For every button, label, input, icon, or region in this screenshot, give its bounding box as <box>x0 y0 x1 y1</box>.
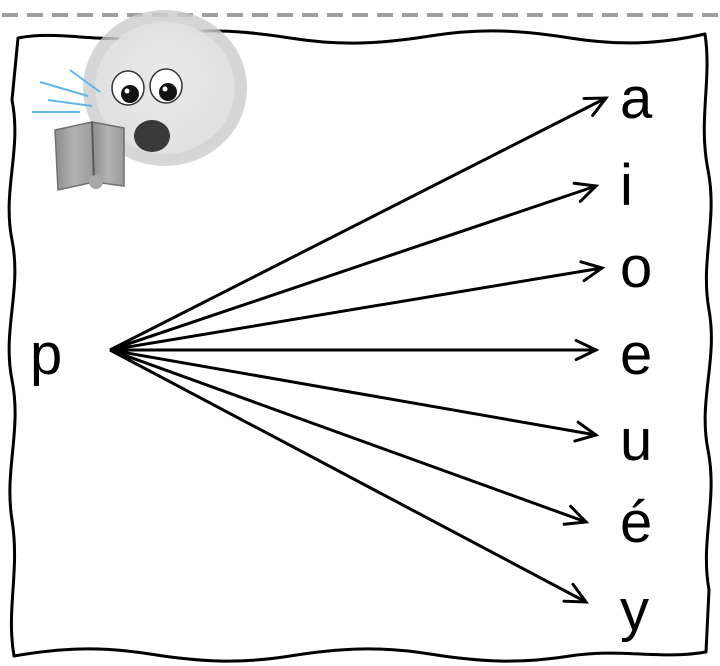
arrowhead-3 <box>579 260 606 283</box>
fuzzy-reader-mascot-icon <box>32 10 247 191</box>
arrow-to-5 <box>109 348 597 437</box>
arrowhead-6 <box>562 504 590 526</box>
arrow-to-2 <box>109 184 597 352</box>
arrowhead-7 <box>562 582 590 604</box>
target-letter-6: é <box>620 490 652 555</box>
arrow-group <box>109 96 610 604</box>
arrowhead-5 <box>573 420 600 443</box>
arrowhead-2 <box>572 181 600 203</box>
target-letter-4: e <box>620 322 652 387</box>
arrow-to-7 <box>109 348 587 604</box>
target-letter-1: a <box>620 66 653 131</box>
wavy-frame <box>7 29 713 663</box>
arrow-to-3 <box>109 266 603 352</box>
target-letter-5: u <box>620 408 652 473</box>
arrowhead-4 <box>574 338 600 362</box>
target-letter-3: o <box>620 235 652 300</box>
arrow-to-6 <box>109 348 587 524</box>
target-letter-7: y <box>620 578 649 643</box>
arrow-to-1 <box>109 96 607 352</box>
target-letter-2: i <box>620 153 633 218</box>
arrowhead-1 <box>582 96 610 118</box>
source-letter: p <box>30 322 62 387</box>
